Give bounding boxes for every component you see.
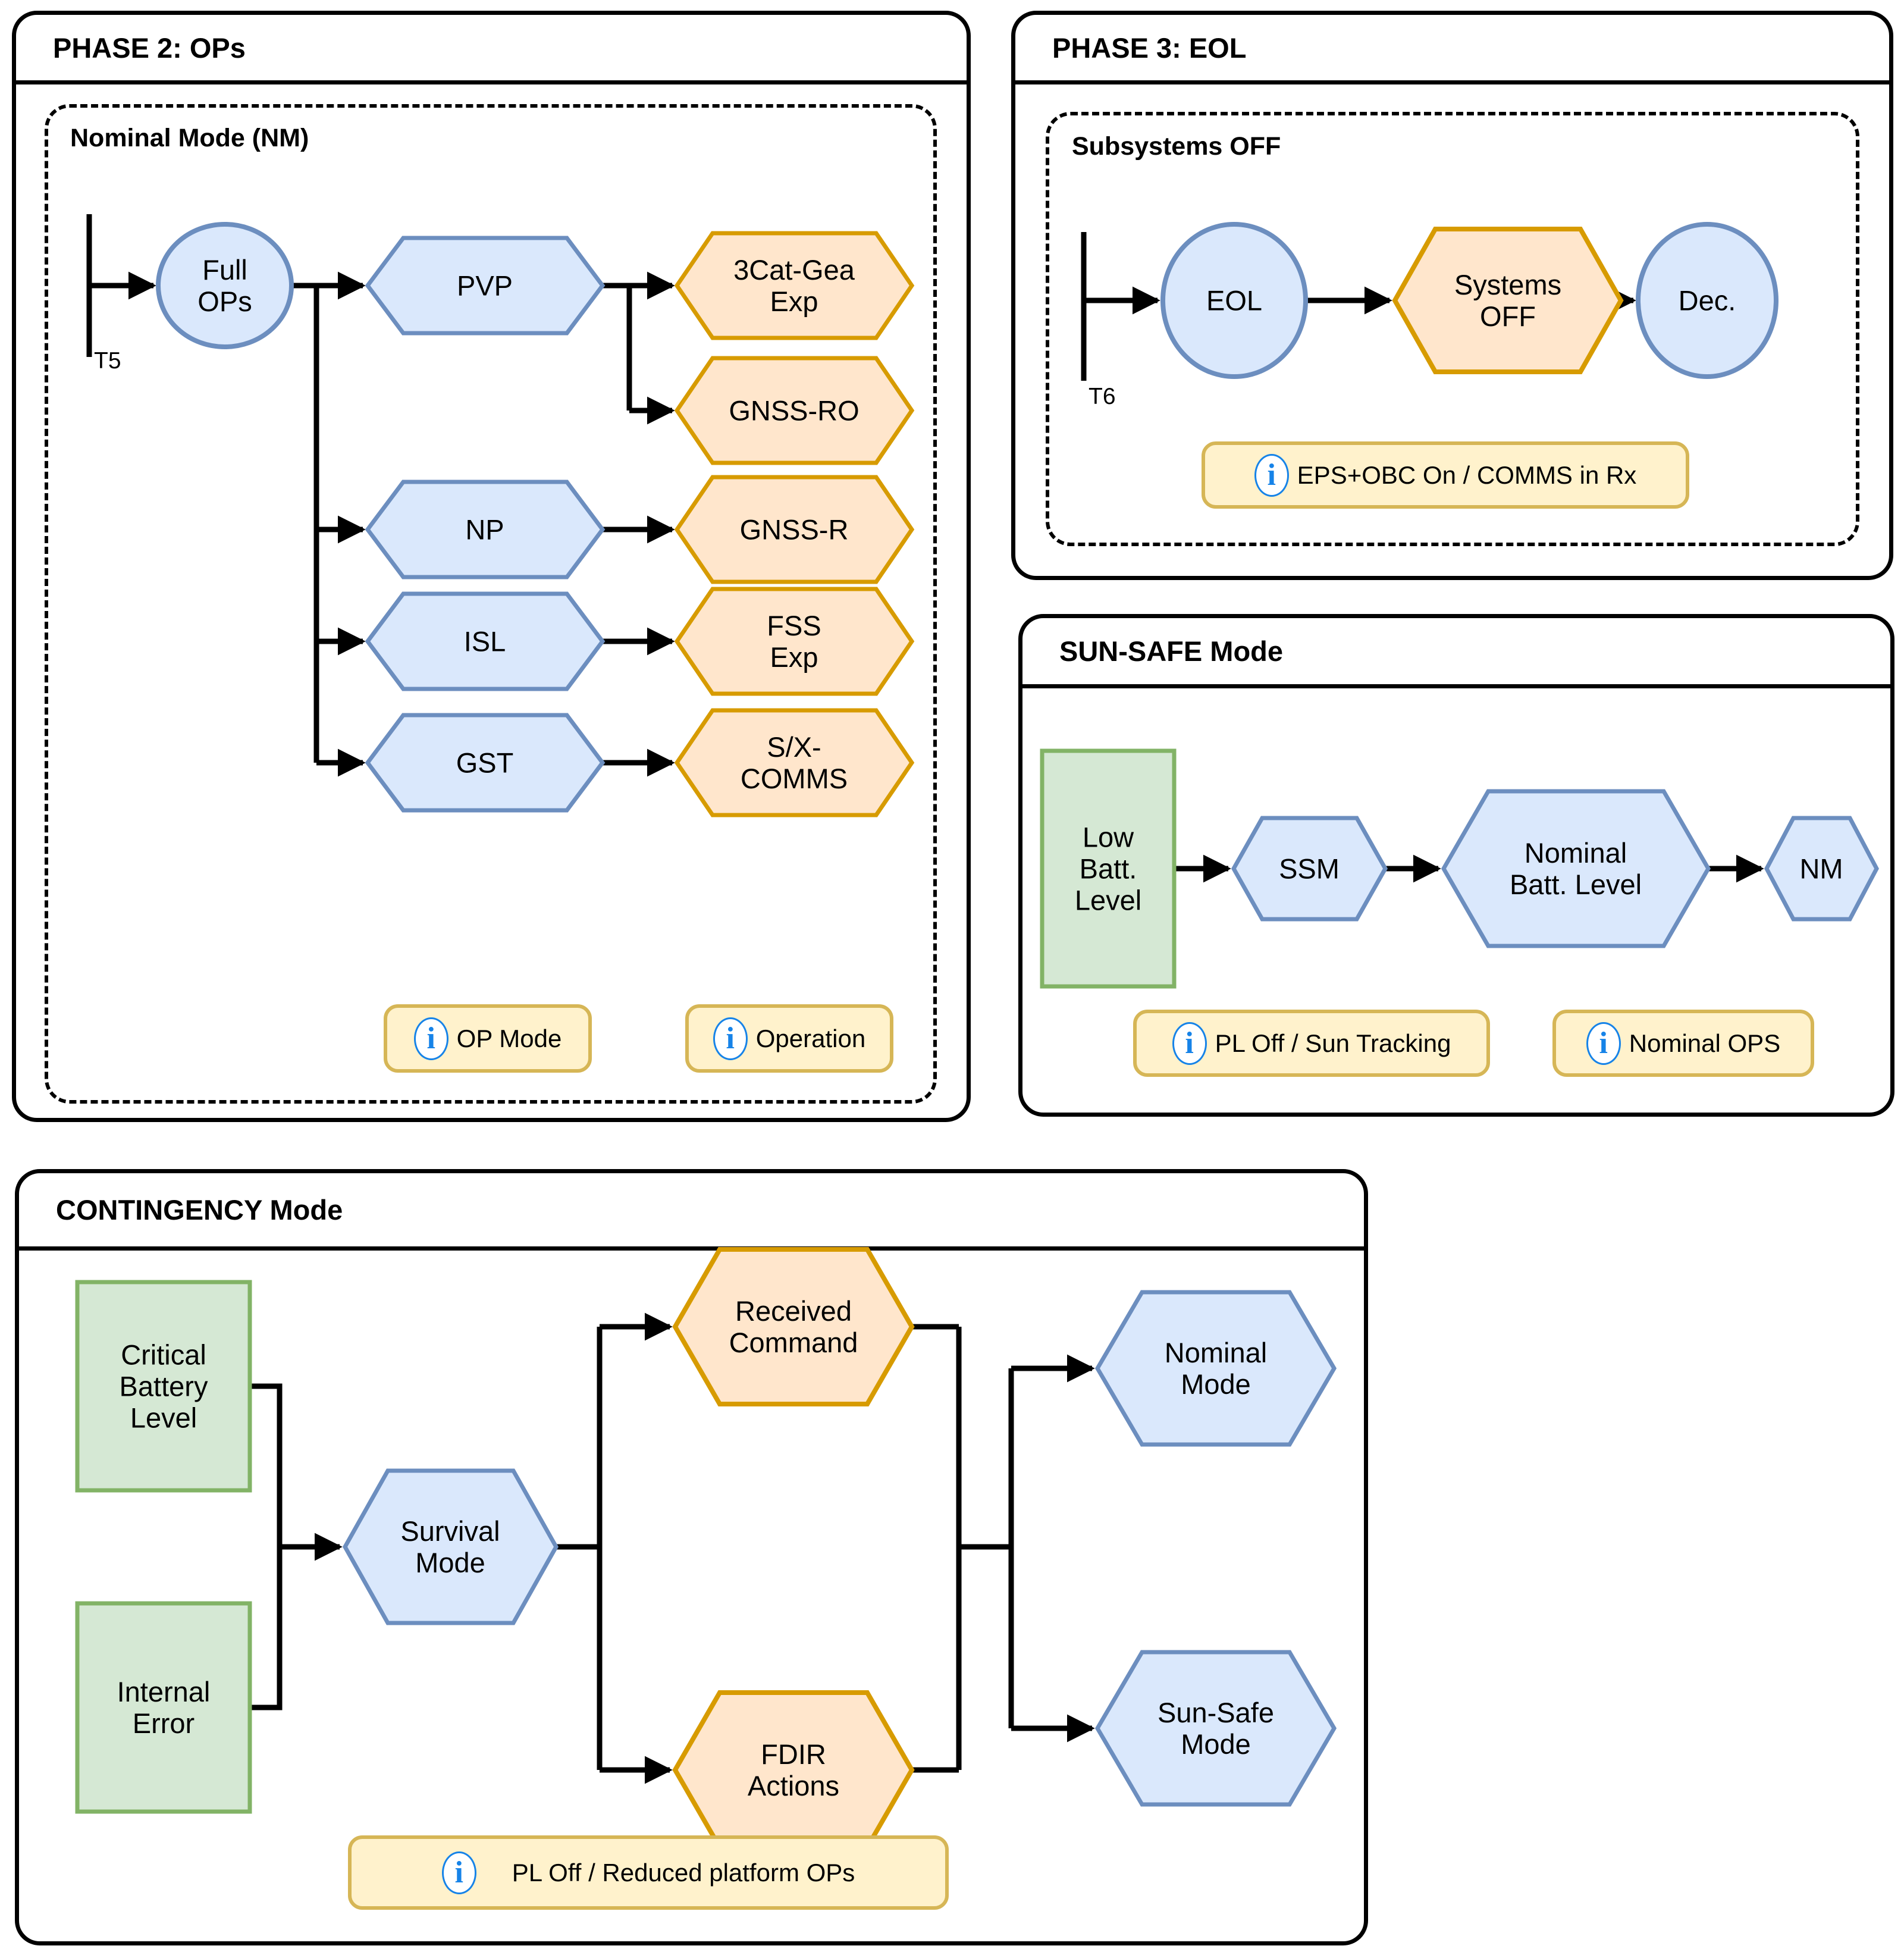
info-icon: i — [713, 1017, 748, 1060]
gnss-r-hexagon — [674, 475, 915, 584]
group-nominal-mode — [45, 104, 937, 1104]
np-hexagon — [365, 480, 606, 579]
panel-contingency-header: CONTINGENCY Mode — [19, 1173, 1364, 1251]
info-icon: i — [1254, 453, 1289, 497]
note-operation: i Operation — [685, 1004, 893, 1073]
note-op-mode: i OP Mode — [384, 1004, 592, 1073]
received-command-label: Received Command — [729, 1295, 858, 1358]
isl-label: ISL — [463, 625, 506, 657]
sun-safe-mode-hexagon — [1094, 1650, 1337, 1807]
panel-phase2: PHASE 2: OPs — [12, 11, 971, 1122]
gst-label: GST — [456, 747, 514, 779]
panel-phase2-title: PHASE 2: OPs — [53, 32, 246, 64]
survival-mode-hexagon — [342, 1468, 559, 1625]
info-icon: i — [441, 1851, 476, 1894]
gst-hexagon — [365, 713, 606, 813]
dec-label: Dec. — [1678, 284, 1736, 317]
timeline-t6-label: T6 — [1089, 384, 1116, 409]
nominal-mode-label: Nominal Mode — [1164, 1336, 1268, 1400]
fdir-actions-label: FDIR Actions — [747, 1738, 840, 1801]
panel-phase3: PHASE 3: EOL — [1011, 11, 1893, 580]
timeline-t5-label: T5 — [94, 348, 121, 374]
panel-sunsafe: SUN-SAFE Mode — [1018, 614, 1894, 1117]
note-pl-off-reduced-text: PL Off / Reduced platform OPs — [512, 1858, 855, 1887]
ssm-label: SSM — [1279, 853, 1340, 885]
critical-battery-label: Critical Battery Level — [119, 1339, 208, 1434]
np-label: NP — [465, 513, 504, 546]
systems-off-label: Systems OFF — [1454, 268, 1562, 332]
pvp-label: PVP — [456, 270, 513, 302]
nm-hexagon — [1764, 816, 1879, 922]
isl-hexagon — [365, 591, 606, 691]
panel-sunsafe-header: SUN-SAFE Mode — [1022, 618, 1890, 688]
panel-phase2-header: PHASE 2: OPs — [16, 15, 967, 84]
eol-ellipse — [1160, 222, 1308, 379]
full-ops-ellipse — [156, 222, 294, 349]
ssm-hexagon — [1231, 816, 1388, 922]
eol-label: EOL — [1206, 284, 1263, 317]
full-ops-label: Full OPs — [197, 253, 252, 317]
critical-battery-rect — [75, 1280, 252, 1493]
group-nominal-mode-label: Nominal Mode (NM) — [70, 124, 309, 152]
note-nominal-ops: i Nominal OPS — [1552, 1010, 1814, 1077]
low-batt-rect — [1040, 748, 1177, 989]
note-pl-off-sun-tracking: i PL Off / Sun Tracking — [1133, 1010, 1490, 1077]
info-icon: i — [413, 1017, 448, 1060]
dec-ellipse — [1636, 222, 1778, 379]
info-icon: i — [1586, 1022, 1621, 1065]
sun-safe-mode-label: Sun-Safe Mode — [1158, 1696, 1274, 1760]
note-op-mode-text: OP Mode — [456, 1024, 562, 1052]
group-subsystems-off-label: Subsystems OFF — [1072, 132, 1281, 161]
panel-contingency-title: CONTINGENCY Mode — [56, 1194, 343, 1226]
fss-hexagon — [674, 587, 915, 696]
sx-comms-label: S/X- COMMS — [740, 731, 848, 794]
nm-label: NM — [1799, 853, 1843, 885]
fss-label: FSS Exp — [767, 609, 821, 673]
note-pl-off-sun-tracking-text: PL Off / Sun Tracking — [1215, 1029, 1451, 1057]
gnss-ro-hexagon — [674, 356, 915, 465]
received-command-hexagon — [672, 1247, 915, 1406]
systems-off-hexagon — [1392, 227, 1624, 374]
note-operation-text: Operation — [755, 1024, 866, 1052]
panel-sunsafe-title: SUN-SAFE Mode — [1059, 635, 1283, 667]
low-batt-label: Low Batt. Level — [1074, 821, 1142, 916]
nominal-batt-hexagon — [1441, 789, 1711, 948]
sx-comms-hexagon — [674, 708, 915, 817]
contingency-connectors — [250, 1312, 1095, 1784]
group-subsystems-off — [1046, 112, 1859, 546]
cat-gea-hexagon — [674, 231, 915, 340]
internal-error-label: Internal Error — [117, 1675, 211, 1739]
panel-phase3-header: PHASE 3: EOL — [1015, 15, 1889, 84]
phase2-connectors — [86, 214, 675, 777]
nominal-mode-hexagon — [1094, 1290, 1337, 1447]
note-eps-obc: i EPS+OBC On / COMMS in Rx — [1202, 441, 1689, 509]
panel-contingency: CONTINGENCY Mode — [15, 1169, 1368, 1945]
gnss-ro-label: GNSS-RO — [729, 394, 860, 427]
nominal-batt-label: Nominal Batt. Level — [1509, 836, 1642, 900]
cat-gea-label: 3Cat-Gea Exp — [733, 253, 855, 317]
survival-mode-label: Survival Mode — [400, 1515, 500, 1578]
info-icon: i — [1172, 1022, 1207, 1065]
note-nominal-ops-text: Nominal OPS — [1629, 1029, 1781, 1057]
panel-phase3-title: PHASE 3: EOL — [1052, 32, 1247, 64]
note-eps-obc-text: EPS+OBC On / COMMS in Rx — [1297, 460, 1637, 489]
note-pl-off-reduced: i PL Off / Reduced platform OPs — [348, 1835, 949, 1910]
internal-error-rect — [75, 1601, 252, 1814]
gnss-r-label: GNSS-R — [739, 513, 849, 546]
pvp-hexagon — [365, 236, 606, 336]
